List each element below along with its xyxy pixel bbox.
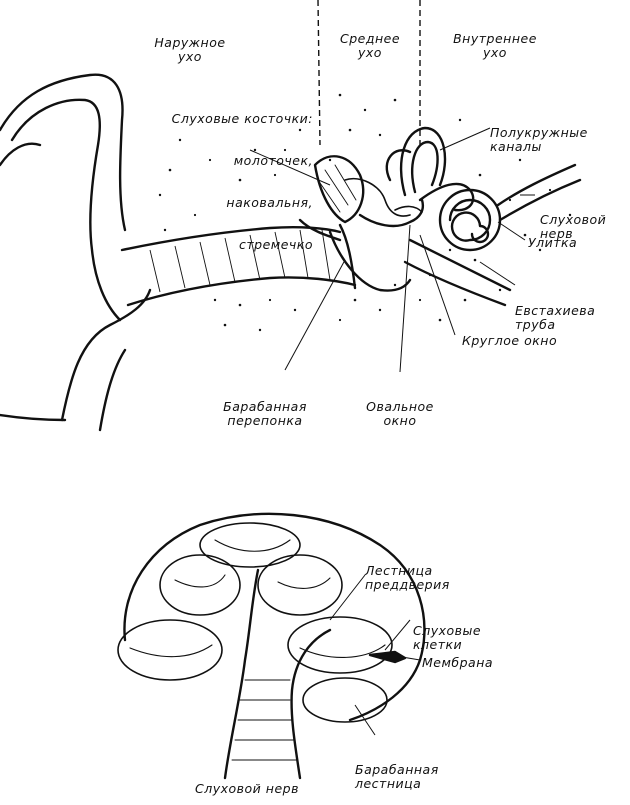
eardrum-shape	[338, 223, 357, 290]
semicircular-canals	[385, 126, 475, 212]
leader-lines	[249, 127, 535, 373]
round-window-label: Круглое окно	[462, 333, 558, 348]
eustachian-tube	[403, 238, 512, 307]
cochlea-cross-section	[117, 512, 426, 780]
outer-middle-divider	[317, 0, 321, 146]
cochlea-spiral	[438, 188, 502, 252]
bottom-nerve-label: Слуховой нерв	[195, 781, 299, 796]
middle-ear-cavity	[298, 218, 412, 292]
auditory-nerve-shape	[496, 163, 582, 222]
ossicles-label: Слуховые косточки: молоточек, наковальня…	[171, 111, 313, 252]
cochlea-label: Улитка	[528, 235, 578, 250]
membrane-label: Мембрана	[422, 655, 494, 670]
ear-canal	[120, 226, 357, 307]
outer-ear-pinna	[0, 73, 152, 432]
bottom-leader-lines	[329, 574, 421, 736]
ossicles	[313, 155, 424, 228]
